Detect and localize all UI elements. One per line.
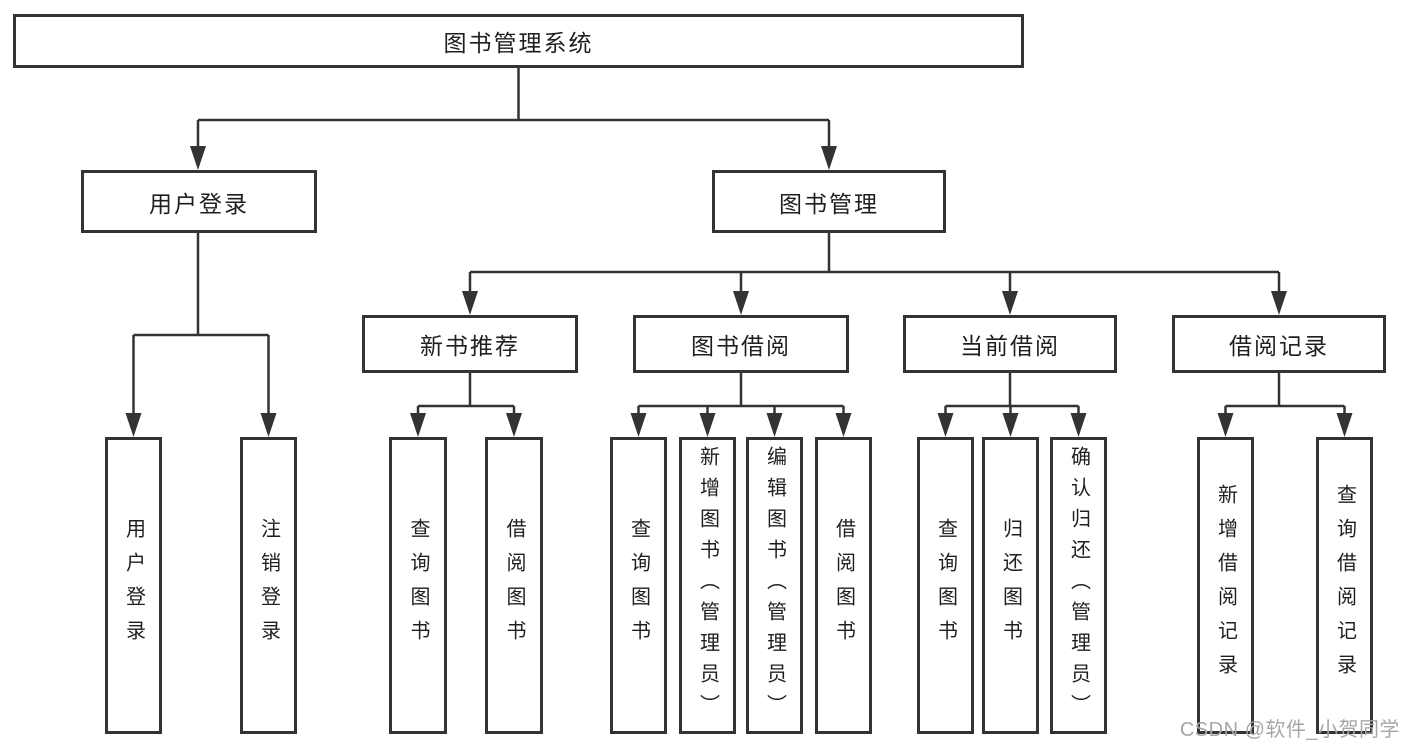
leaf-nbr-borrow-books-label: 借阅图书: [503, 517, 525, 654]
connector-bookborrow-to-leaves: [637, 373, 845, 414]
leaf-bb-borrow-books: 借阅图书: [815, 437, 872, 734]
leaf-nbr-query-books: 查询图书: [389, 437, 447, 734]
node-user-login: 用户登录: [81, 170, 317, 233]
leaf-cb-confirm-return: 确认归还（管理员）: [1050, 437, 1107, 734]
leaf-cb-return-books-label: 归还图书: [999, 517, 1022, 654]
leaf-cb-query-books: 查询图书: [917, 437, 974, 734]
node-book-borrow: 图书借阅: [633, 315, 849, 373]
node-book-management-label: 图书管理: [779, 190, 879, 217]
leaf-nbr-borrow-books: 借阅图书: [485, 437, 543, 734]
leaf-logout: 注销登录: [240, 437, 297, 734]
leaf-bb-add-books: 新增图书（管理员）: [679, 437, 736, 734]
leaf-logout-label: 注销登录: [257, 517, 280, 654]
leaf-cb-return-books: 归还图书: [982, 437, 1039, 734]
connector-userlogin-to-leaves: [132, 233, 270, 414]
connector-bookmgmt-to-level3: [468, 233, 1281, 291]
leaf-cb-query-books-label: 查询图书: [934, 517, 957, 654]
leaf-bb-edit-books: 编辑图书（管理员）: [746, 437, 803, 734]
node-new-book-recommend-label: 新书推荐: [420, 333, 520, 359]
node-current-borrow-label: 当前借阅: [960, 333, 1060, 359]
leaf-br-add-record-label: 新增借阅记录: [1214, 483, 1237, 688]
leaf-bb-query-books-label: 查询图书: [627, 517, 650, 654]
leaf-bb-edit-books-label: 编辑图书（管理员）: [763, 446, 786, 725]
node-new-book-recommend: 新书推荐: [362, 315, 578, 373]
node-book-management: 图书管理: [712, 170, 946, 233]
connector-currentborrow-to-leaves: [944, 373, 1080, 414]
leaf-bb-borrow-books-label: 借阅图书: [832, 517, 855, 654]
node-borrow-records-label: 借阅记录: [1229, 333, 1329, 359]
leaf-user-login: 用户登录: [105, 437, 162, 734]
node-borrow-records: 借阅记录: [1172, 315, 1386, 373]
node-root-label: 图书管理系统: [443, 30, 594, 56]
leaf-br-query-record-label: 查询借阅记录: [1333, 483, 1356, 688]
leaf-br-query-record: 查询借阅记录: [1316, 437, 1373, 734]
leaf-bb-add-books-label: 新增图书（管理员）: [696, 446, 719, 725]
leaf-br-add-record: 新增借阅记录: [1197, 437, 1254, 734]
arrowheads: [125, 146, 1353, 437]
node-root: 图书管理系统: [13, 14, 1024, 68]
node-user-login-label: 用户登录: [149, 190, 249, 217]
watermark: CSDN @软件_小贺同学: [1179, 719, 1400, 741]
connector-root-to-level2: [196, 68, 831, 146]
leaf-bb-query-books: 查询图书: [610, 437, 667, 734]
leaf-nbr-query-books-label: 查询图书: [407, 517, 429, 654]
leaf-cb-confirm-return-label: 确认归还（管理员）: [1067, 446, 1090, 725]
node-book-borrow-label: 图书借阅: [691, 333, 791, 359]
leaf-user-login-label: 用户登录: [122, 517, 145, 654]
connector-newbook-to-leaves: [416, 373, 516, 414]
connector-records-to-leaves: [1224, 373, 1346, 414]
node-current-borrow: 当前借阅: [903, 315, 1117, 373]
